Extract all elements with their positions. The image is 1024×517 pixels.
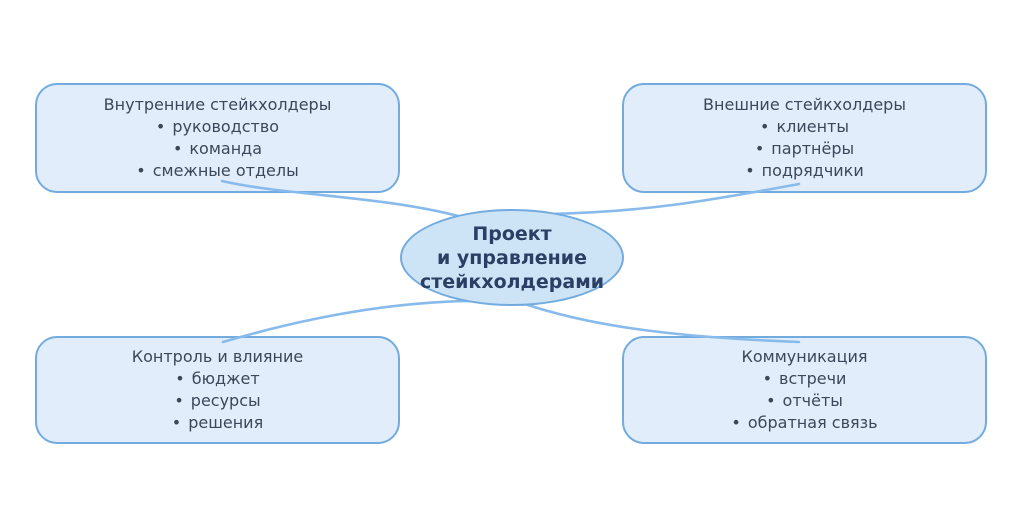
node-item-label: смежные отделы [152,161,299,180]
node-item: • решения [172,412,263,434]
node-control-influence: Контроль и влияние •бюджет •ресурсы •реш… [35,336,400,444]
node-communication: Коммуникация •встречи •отчёты •обратная … [622,336,987,444]
node-item-label: обратная связь [747,413,878,432]
node-item-label: клиенты [776,117,849,136]
node-item-label: решения [188,413,264,432]
node-item-label: встречи [779,369,847,388]
node-item-label: бюджет [191,369,260,388]
node-title: Коммуникация [741,347,868,366]
node-item: • команда [173,138,262,160]
bullet-glyph: • [171,413,182,432]
center-topic-line: и управление [436,246,587,269]
bullet-glyph: • [174,391,184,410]
bullet-glyph: • [155,117,166,136]
node-item: • отчёты [766,390,843,412]
node-title: Контроль и влияние [131,347,304,366]
node-item-label: команда [189,139,263,158]
node-item-label: отчёты [782,391,843,410]
node-center-topic: Проект и управление стейкхолдерами [400,209,624,306]
bullet-glyph: • [172,139,183,158]
node-item: • смежные отделы [136,160,298,182]
node-item: • обратная связь [731,412,877,434]
node-item: • клиенты [760,116,849,138]
node-item-label: партнёры [771,139,855,158]
node-item: • ресурсы [174,390,260,412]
bullet-glyph: • [175,369,185,388]
bullet-glyph: • [760,117,770,136]
node-item-label: ресурсы [190,391,261,410]
node-item: • встречи [763,368,847,390]
node-item-label: подрядчики [761,161,864,180]
center-topic-line: Проект [472,222,552,245]
bullet-glyph: • [136,161,146,180]
node-item: • бюджет [175,368,259,390]
node-title: Внутренние стейкхолдеры [103,95,332,114]
bullet-glyph: • [762,369,773,388]
bullet-glyph: • [766,391,776,410]
center-topic-line: стейкхолдерами [419,270,605,293]
node-item: • подрядчики [745,160,864,182]
bullet-glyph: • [754,139,765,158]
node-title: Внешние стейкхолдеры [703,95,906,114]
node-item: • руководство [156,116,279,138]
node-item: • партнёры [755,138,854,160]
bullet-glyph: • [731,413,741,432]
node-item-label: руководство [172,117,280,136]
node-external-stakeholders: Внешние стейкхолдеры •клиенты •партнёры … [622,83,987,193]
bullet-glyph: • [745,161,755,180]
node-internal-stakeholders: Внутренние стейкхолдеры • руководство • ко… [35,83,400,193]
